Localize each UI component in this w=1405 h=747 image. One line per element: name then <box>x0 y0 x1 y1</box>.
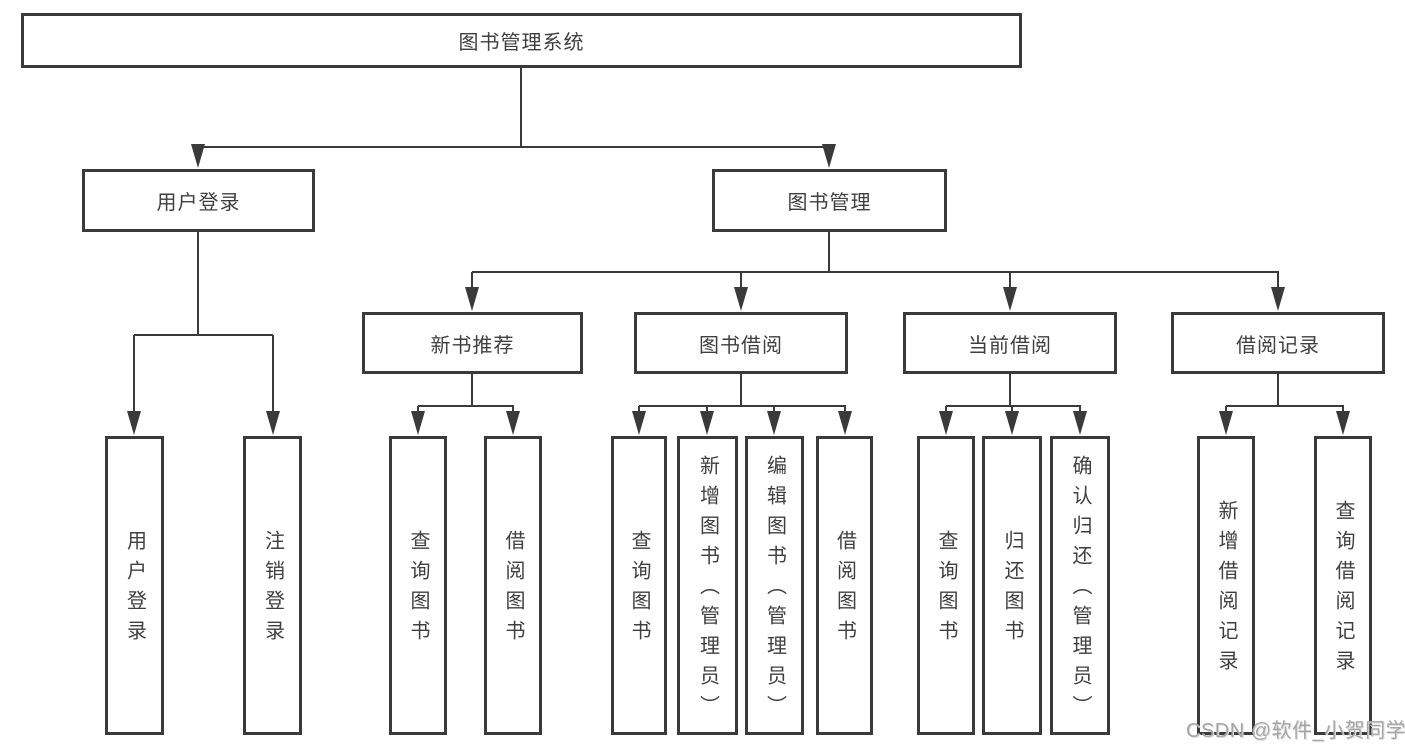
arrow-down-icon <box>734 287 748 311</box>
connector-line <box>1277 374 1279 407</box>
node-root: 图书管理系统 <box>21 13 1022 68</box>
connector-line <box>198 146 830 148</box>
connector-line <box>133 335 135 414</box>
connector-line <box>1342 406 1344 414</box>
arrow-down-icon <box>939 411 953 435</box>
node-cb-query-books: 查询图书 <box>917 436 975 735</box>
arrow-down-icon <box>465 287 479 311</box>
connector-line <box>520 68 522 148</box>
node-br-query-record: 查询借阅记录 <box>1314 436 1372 735</box>
arrow-down-icon <box>1219 411 1233 435</box>
connector-line <box>1225 406 1227 414</box>
connector-line <box>706 406 708 414</box>
connector-line <box>272 335 274 414</box>
node-logout-action: 注销登录 <box>243 436 302 735</box>
arrow-down-icon <box>1005 411 1019 435</box>
connector-line <box>639 405 846 407</box>
connector-line <box>134 334 273 336</box>
connector-line <box>512 406 514 414</box>
connector-line <box>1009 374 1011 407</box>
node-cb-confirm-return-admin: 确认归还（管理员） <box>1050 436 1110 735</box>
connector-line <box>638 406 640 414</box>
arrow-down-icon <box>191 144 205 168</box>
node-bb-query-books: 查询图书 <box>611 436 667 735</box>
connector-line <box>740 272 742 292</box>
connector-line <box>417 406 419 414</box>
connector-line <box>197 232 199 336</box>
arrow-down-icon <box>822 144 836 168</box>
arrow-down-icon <box>632 411 646 435</box>
arrow-down-icon <box>838 411 852 435</box>
connector-line <box>1009 272 1011 292</box>
node-bb-add-books-admin: 新增图书（管理员） <box>677 436 738 735</box>
node-new-book-recommend: 新书推荐 <box>362 312 583 374</box>
connector-line <box>844 406 846 414</box>
node-user-login: 用户登录 <box>82 169 315 232</box>
node-borrow-records: 借阅记录 <box>1171 312 1385 374</box>
arrow-down-icon <box>1271 287 1285 311</box>
node-book-management: 图书管理 <box>712 169 947 232</box>
node-user-login-action: 用户登录 <box>105 436 164 735</box>
node-br-add-record: 新增借阅记录 <box>1197 436 1255 735</box>
connector-line <box>1226 405 1344 407</box>
arrow-down-icon <box>1003 287 1017 311</box>
connector-line <box>773 406 775 414</box>
node-cb-return-books: 归还图书 <box>982 436 1042 735</box>
connector-line <box>945 406 947 414</box>
arrow-down-icon <box>1336 411 1350 435</box>
arrow-down-icon <box>266 411 280 435</box>
node-bb-edit-books-admin: 编辑图书（管理员） <box>745 436 804 735</box>
connector-line <box>1277 272 1279 292</box>
arrow-down-icon <box>700 411 714 435</box>
node-bb-borrow-books: 借阅图书 <box>816 436 873 735</box>
connector-line <box>946 405 1081 407</box>
node-book-borrow: 图书借阅 <box>634 312 848 374</box>
arrow-down-icon <box>506 411 520 435</box>
arrow-down-icon <box>411 411 425 435</box>
arrow-down-icon <box>767 411 781 435</box>
connector-line <box>828 232 830 273</box>
node-nbr-query-books: 查询图书 <box>389 436 447 735</box>
connector-line <box>740 374 742 407</box>
connector-line <box>471 272 473 292</box>
connector-line <box>1079 406 1081 414</box>
connector-line <box>418 405 514 407</box>
connector-line <box>471 374 473 407</box>
connector-line <box>472 271 1279 273</box>
connector-line <box>1011 406 1013 414</box>
arrow-down-icon <box>1073 411 1087 435</box>
watermark-text: CSDN @软件_小贺同学 <box>1186 720 1405 742</box>
arrow-down-icon <box>127 411 141 435</box>
node-nbr-borrow-books: 借阅图书 <box>484 436 542 735</box>
node-current-borrow: 当前借阅 <box>903 312 1117 374</box>
